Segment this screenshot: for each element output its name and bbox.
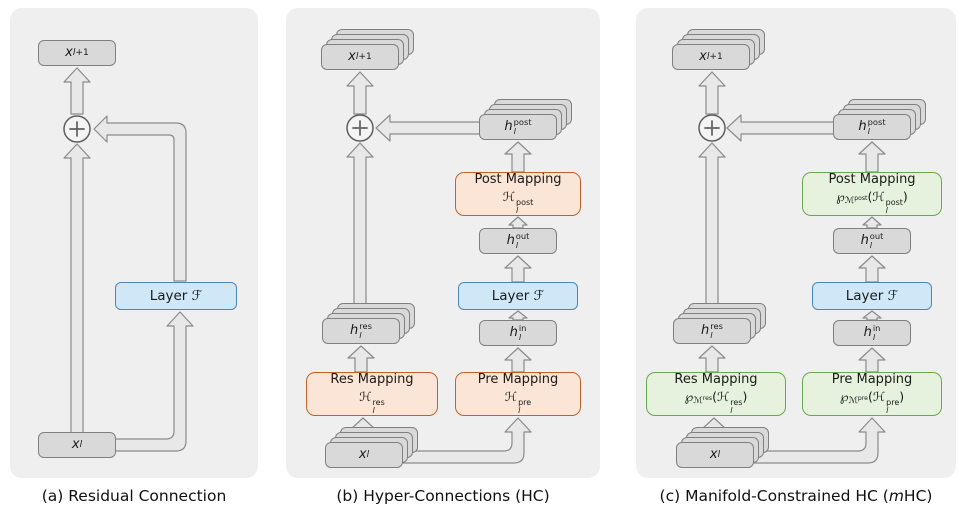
up-arrow-hin-to-layer (862, 310, 882, 321)
up-arrow-hout-to-postmap (508, 216, 528, 229)
layer-f-box: Layer ℱ (115, 282, 237, 310)
layer-f-box: Layer ℱ (812, 282, 932, 310)
caption-c: (c) Manifold-Constrained HC (mHC) (659, 487, 933, 505)
post-mapping-title: Post Mapping (828, 171, 916, 187)
hook-arrow-layer-to-sum (93, 115, 187, 282)
arrows-layer-c (698, 71, 886, 464)
left-arrow-hpost-to-sum (726, 114, 837, 142)
up-arrow-resmap-to-hres (698, 345, 726, 373)
layer-f-box: Layer ℱ (458, 282, 578, 310)
up-arrow-hres-to-sum (698, 142, 726, 320)
res-mapping-title: Res Mapping (330, 371, 414, 387)
up-arrow-hin-to-layer (508, 310, 528, 321)
up-arrow-hout-to-postmap (862, 216, 882, 229)
up-arrow-hres-to-sum (346, 142, 374, 320)
sum-circle-icon (346, 114, 374, 142)
post-mapping-title: Post Mapping (474, 171, 562, 187)
up-arrow-premap-to-hin (504, 347, 532, 373)
up-arrow-sum-to-output (698, 71, 726, 115)
up-arrow-postmap-to-hpost (858, 141, 886, 173)
caption-b: (b) Hyper-Connections (HC) (336, 487, 550, 505)
up-arrow-premap-to-hin (858, 347, 886, 373)
hook-arrow-xl-to-premap (396, 417, 532, 464)
res-mapping-title: Res Mapping (674, 371, 758, 387)
arrows-layer-a (63, 67, 194, 452)
left-arrow-hpost-to-sum (375, 114, 483, 142)
up-arrow-sum-to-output (346, 71, 374, 115)
pre-mapping-title: Pre Mapping (831, 371, 913, 387)
sum-circle-icon (698, 114, 726, 142)
hook-arrow-input-to-layer (113, 311, 194, 452)
up-arrow-layer-to-hout (504, 255, 532, 283)
hook-arrow-xl-to-premap (747, 417, 886, 464)
up-arrow-resmap-to-hres (347, 345, 375, 373)
up-arrow-layer-to-hout (858, 255, 886, 283)
caption-a: (a) Residual Connection (41, 487, 227, 505)
up-arrow-sum-to-output (63, 67, 91, 115)
sum-circle-icon (63, 115, 91, 143)
pre-mapping-title: Pre Mapping (477, 371, 559, 387)
arrows-layer-b (346, 71, 532, 464)
up-arrow-postmap-to-hpost (504, 141, 532, 173)
residual-stream-up-arrow (63, 143, 91, 434)
